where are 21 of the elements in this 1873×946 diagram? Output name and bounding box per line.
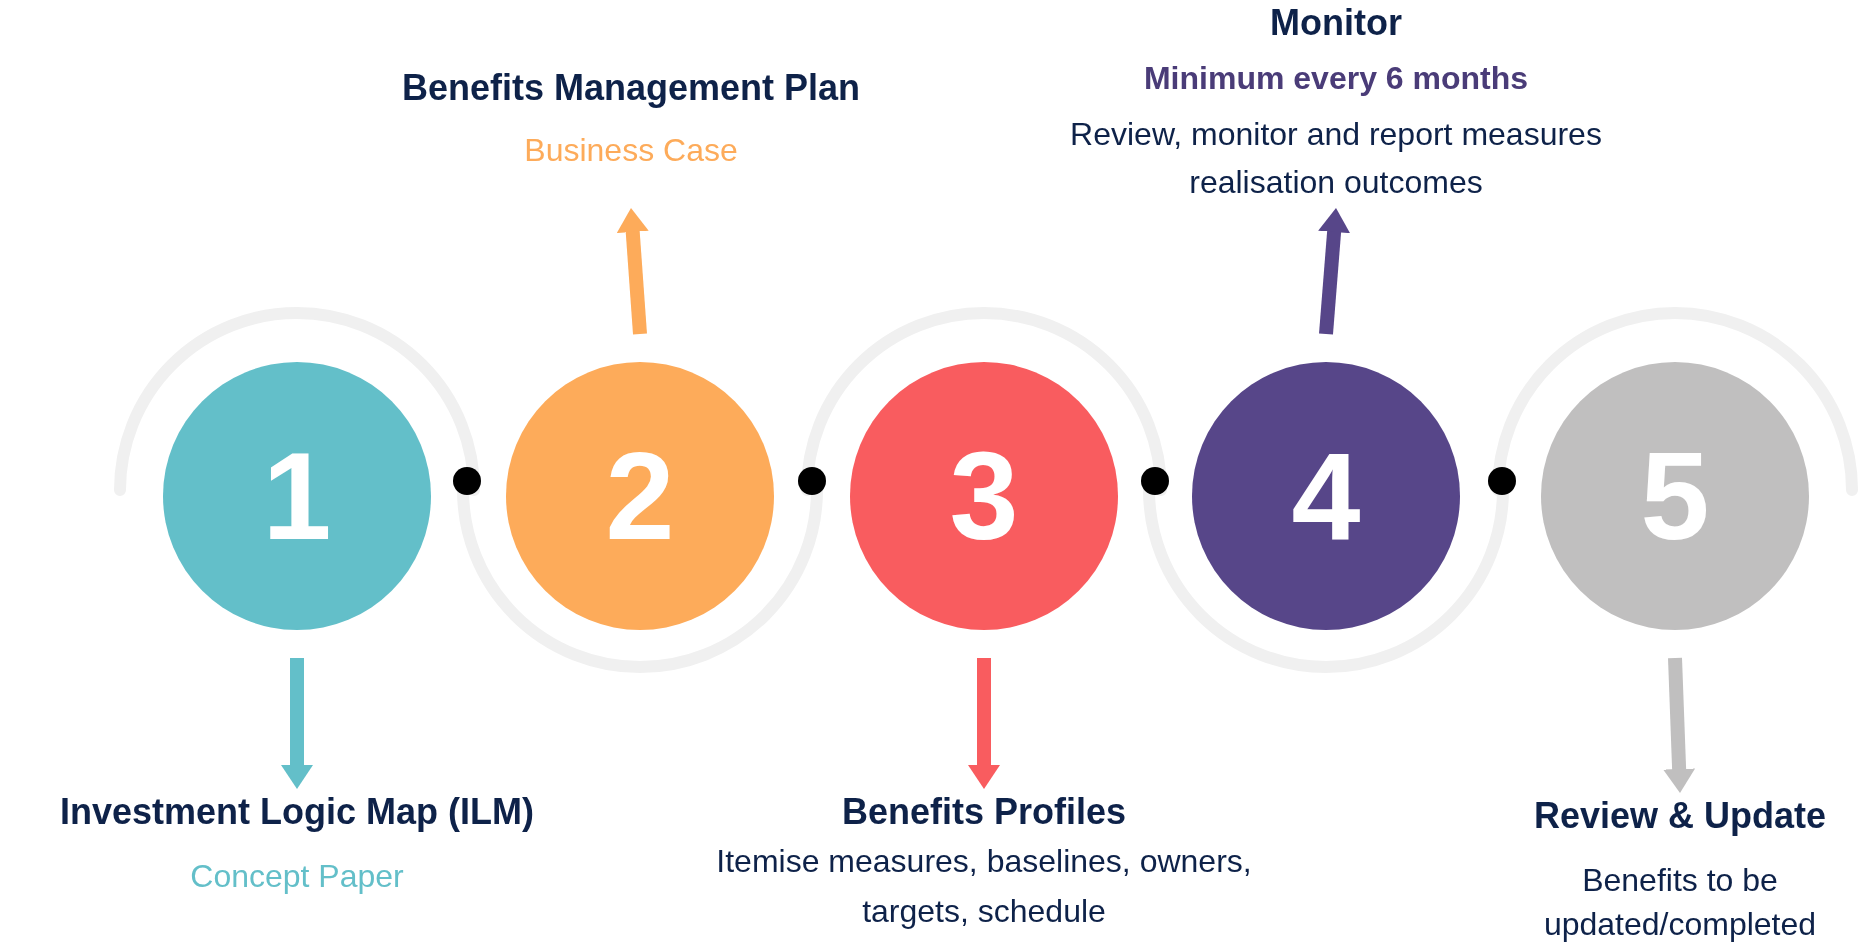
step-number: 4: [1291, 434, 1361, 558]
step-heading: Benefits Management Plan: [401, 66, 861, 110]
step-description: Review, monitor and report measures realisation outcomes: [1069, 115, 1603, 202]
arrow: [968, 658, 1000, 789]
step-heading: Investment Logic Map (ILM): [60, 790, 534, 834]
step-description: Itemise measures, baselines, owners, targets, schedule: [715, 842, 1253, 931]
arrow: [1318, 208, 1351, 335]
step-heading: Benefits Profiles: [841, 790, 1127, 834]
arrow: [616, 208, 649, 335]
step-number: 5: [1640, 434, 1710, 558]
step-subtitle: Minimum every 6 months: [1143, 59, 1529, 98]
arrow: [281, 658, 313, 789]
arrow: [1663, 657, 1696, 793]
step-heading: Monitor: [1270, 1, 1402, 45]
step-subtitle: Concept Paper: [190, 857, 404, 896]
step-heading: Review & Update: [1533, 794, 1827, 838]
step-number: 3: [949, 434, 1019, 558]
step-description: Benefits to be updated/completed: [1542, 861, 1818, 944]
step-number: 1: [262, 434, 332, 558]
step-subtitle: Business Case: [524, 131, 738, 170]
step-number: 2: [605, 434, 675, 558]
